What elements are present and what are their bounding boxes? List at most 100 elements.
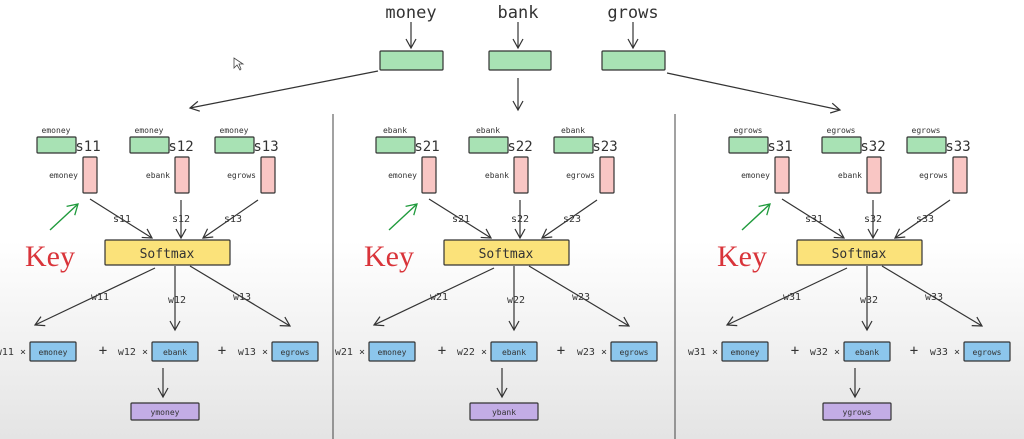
key-vector-label: emoney [49, 171, 78, 180]
weight-label: w32 [860, 295, 878, 306]
attention-panel-2: ebanks21emoneyebanks22ebankebanks23egrow… [335, 126, 658, 421]
key-box [952, 156, 968, 194]
input-word: bank [498, 3, 539, 23]
value-box [721, 341, 769, 362]
weight-multiplier: w21 × [335, 347, 365, 358]
key-box [774, 156, 790, 194]
value-label: egrows [281, 348, 310, 357]
key-annotation: Key [25, 240, 75, 273]
mouse-cursor-icon [233, 57, 245, 71]
value-label: emoney [39, 348, 68, 357]
weight-label: w23 [572, 292, 590, 303]
value-box [151, 341, 199, 362]
query-box [468, 136, 509, 154]
weight-multiplier: w33 × [930, 347, 960, 358]
branch-arrow-left [188, 70, 379, 112]
score-arrow-label: s12 [172, 214, 190, 225]
score-arrow-label: s13 [224, 214, 242, 225]
output-box [130, 402, 200, 421]
query-box [214, 136, 255, 154]
score-label: s12 [168, 139, 193, 155]
weight-multiplier: w31 × [688, 347, 718, 358]
score-label: s31 [767, 139, 792, 155]
weight-arrow [725, 267, 848, 327]
output-box [469, 402, 539, 421]
softmax-box [796, 239, 923, 266]
weight-label: w22 [507, 295, 525, 306]
input-word: money [385, 3, 436, 23]
input-row: money bank grows [188, 3, 842, 439]
value-label: emoney [731, 348, 760, 357]
score-arrow-label: s23 [563, 214, 581, 225]
key-vector-label: egrows [919, 171, 948, 180]
key-pointer-arrow [388, 203, 418, 231]
output-box [822, 402, 892, 421]
attention-panels: emoney s11 emoney emoney s12 ebank emoney s13 eg… [0, 126, 1011, 421]
score-arrow [540, 199, 598, 239]
weight-multiplier: w13 × [238, 347, 268, 358]
score-arrow [893, 199, 951, 239]
plus-sign: + [910, 343, 918, 359]
score-arrow-label: s22 [511, 214, 529, 225]
score-arrow [89, 198, 154, 239]
query-box [728, 136, 769, 154]
query-label: egrows [734, 126, 763, 135]
score-arrow-label: s32 [864, 214, 882, 225]
softmax-label: Softmax [832, 247, 887, 262]
weight-multiplier: w23 × [577, 347, 607, 358]
key-box [866, 156, 882, 194]
weight-label: w13 [233, 292, 251, 303]
key-annotation: Key [717, 240, 767, 273]
value-label: ebank [163, 348, 187, 357]
weight-label: w12 [168, 295, 186, 306]
query-label: emoney [220, 126, 249, 135]
softmax-label: Softmax [140, 247, 195, 262]
query-label: ebank [476, 126, 500, 135]
weight-arrow [372, 267, 495, 327]
query-box [906, 136, 947, 154]
key-pointer-arrow [741, 203, 771, 231]
output-label: ymoney [151, 408, 180, 417]
key-vector-label: emoney [741, 171, 770, 180]
key-vector-label: ebank [838, 171, 862, 180]
query-box [36, 136, 77, 154]
query-label: egrows [912, 126, 941, 135]
value-label: ebank [855, 348, 879, 357]
value-box [368, 341, 416, 362]
weight-label: w31 [783, 292, 801, 303]
key-box [513, 156, 529, 194]
value-box [29, 341, 77, 362]
weight-arrow [33, 267, 156, 327]
key-box [260, 156, 276, 194]
input-word: grows [607, 3, 658, 23]
query-box [375, 136, 416, 154]
weight-arrow [881, 265, 984, 327]
value-box [271, 341, 319, 362]
softmax-label: Softmax [479, 247, 534, 262]
plus-sign: + [557, 343, 565, 359]
score-arrow-label: s11 [113, 214, 131, 225]
key-vector-label: ebank [146, 171, 170, 180]
weight-arrow [189, 265, 292, 327]
query-label: egrows [827, 126, 856, 135]
input-embedding-box [601, 50, 666, 71]
plus-sign: + [218, 343, 226, 359]
key-box [82, 156, 98, 194]
value-box [963, 341, 1011, 362]
score-arrow [781, 198, 846, 239]
value-label: egrows [973, 348, 1002, 357]
weight-label: w21 [430, 292, 448, 303]
score-arrow-label: s31 [805, 214, 823, 225]
input-embedding-box [379, 50, 444, 71]
score-arrow-label: s33 [916, 214, 934, 225]
score-arrow-label: s21 [452, 214, 470, 225]
score-arrow [201, 199, 259, 239]
key-box [174, 156, 190, 194]
weight-multiplier: w22 × [457, 347, 487, 358]
plus-sign: + [99, 343, 107, 359]
output-label: ybank [492, 408, 516, 417]
weight-multiplier: w11 × [0, 347, 26, 358]
value-box [610, 341, 658, 362]
weight-multiplier: w12 × [118, 347, 148, 358]
query-box [553, 136, 594, 154]
